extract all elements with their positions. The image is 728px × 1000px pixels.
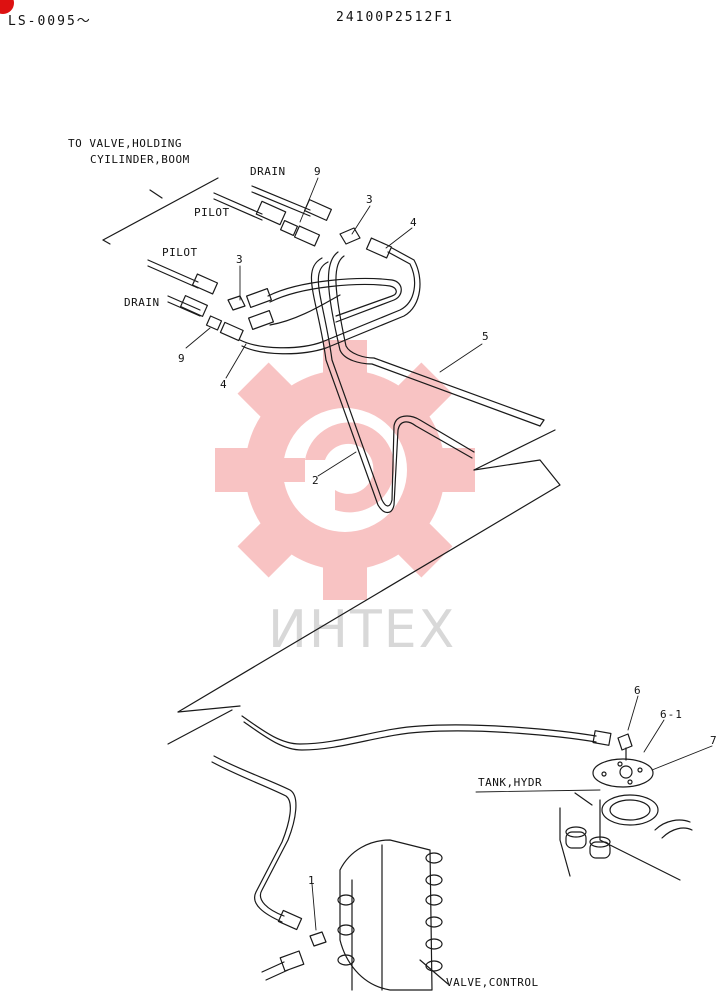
callout-6: 6 xyxy=(634,684,642,697)
callout-1: 1 xyxy=(308,874,316,887)
label-drain-top: DRAIN xyxy=(250,165,286,178)
callout-5: 5 xyxy=(482,330,490,343)
tube-4-loops xyxy=(239,247,421,355)
callout-3-top: 3 xyxy=(366,193,374,206)
callout-7: 7 xyxy=(710,734,718,747)
leader-lines xyxy=(185,177,713,931)
pilot-line-lower xyxy=(211,755,327,981)
label-pilot-top: PILOT xyxy=(194,206,230,219)
callout-3-mid: 3 xyxy=(236,253,244,266)
callout-9-top: 9 xyxy=(314,165,322,178)
label-to-valve-line2: CYILINDER,BOOM xyxy=(90,153,190,166)
tube-5 xyxy=(327,251,545,427)
callout-4-mid: 4 xyxy=(220,378,228,391)
valve-control xyxy=(337,839,449,991)
break-line-mid xyxy=(473,429,556,471)
label-pilot-mid: PILOT xyxy=(162,246,198,259)
break-line-top-2 xyxy=(102,239,111,245)
tank-hydr xyxy=(559,747,693,881)
watermark-text: ИНТЕХ xyxy=(268,600,457,660)
header-center-code: 24100P2512F1 xyxy=(336,10,454,25)
label-tank-hydr: TANK,HYDR xyxy=(478,776,543,789)
callout-6-1: 6-1 xyxy=(660,708,683,721)
label-drain-mid: DRAIN xyxy=(124,296,160,309)
label-valve-control: VALVE,CONTROL xyxy=(446,976,539,989)
callout-4-top: 4 xyxy=(410,216,418,229)
break-line-top xyxy=(102,177,219,241)
mid-hose-group xyxy=(147,259,274,342)
tube-2 xyxy=(310,257,475,514)
callout-2: 2 xyxy=(312,474,320,487)
upper-hose-group xyxy=(213,185,393,259)
header-left-code: LS-0095～ xyxy=(8,14,92,29)
brand-dot xyxy=(0,0,14,14)
label-to-valve-line1: TO VALVE,HOLDING xyxy=(68,137,182,150)
callout-9-mid: 9 xyxy=(178,352,186,365)
return-tube xyxy=(241,715,633,751)
